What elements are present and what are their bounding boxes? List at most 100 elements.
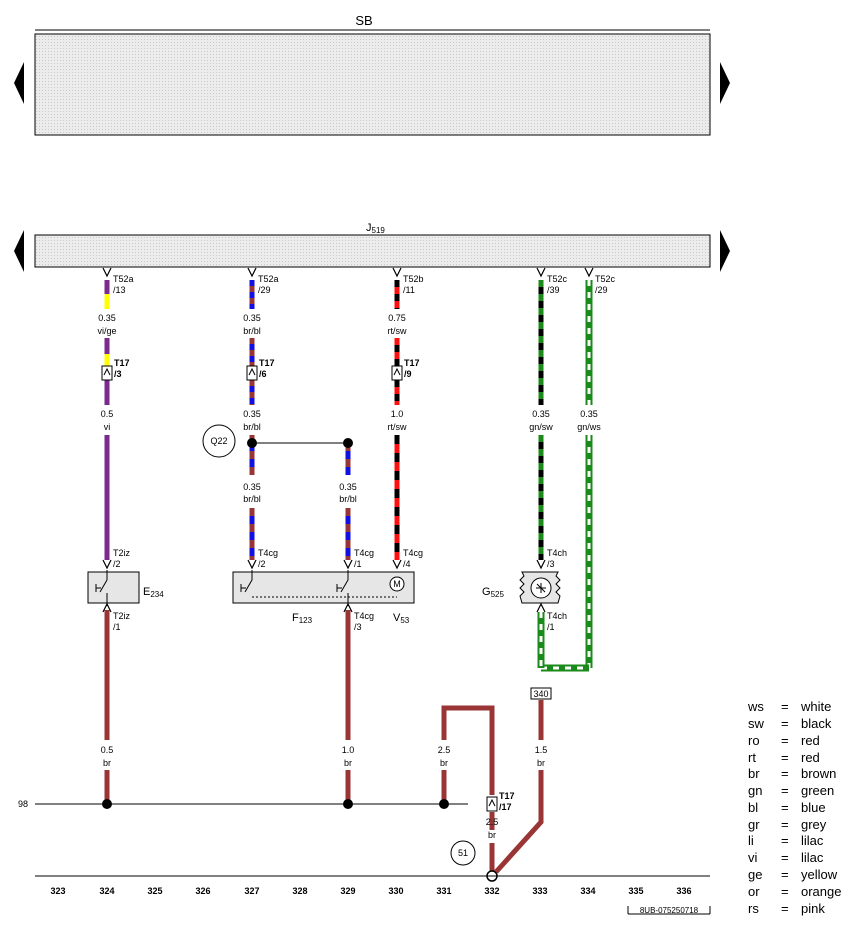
- q22-splice: Q22: [202, 424, 353, 458]
- wire-color: br: [344, 758, 352, 768]
- sb-module: SB: [14, 13, 730, 136]
- legend-eq: =: [781, 901, 789, 916]
- color-legend: ws = white sw = black ro = red rt = red …: [747, 699, 841, 916]
- connector-pin: /3: [354, 622, 362, 632]
- wire-size: 0.75: [388, 313, 406, 323]
- connector-pin: /3: [114, 369, 122, 379]
- connector-pin: /2: [258, 559, 266, 569]
- legend-meaning: brown: [801, 766, 836, 781]
- legend-row: vi = lilac: [748, 850, 824, 865]
- wire-size: 0.35: [243, 313, 261, 323]
- j519-label: J: [366, 222, 372, 234]
- ground-51-label: 51: [458, 848, 468, 858]
- connector-label: T4cg: [403, 548, 423, 558]
- e234-sub: 234: [150, 590, 164, 599]
- component-g525[interactable]: G525: [482, 571, 561, 604]
- legend-meaning: green: [801, 783, 834, 798]
- motor-symbol: M: [393, 579, 401, 589]
- connector-label: T17: [404, 358, 420, 368]
- legend-abbr: li: [748, 833, 754, 848]
- connector-pin: /1: [547, 622, 555, 632]
- reference-box-340[interactable]: 340: [530, 687, 552, 700]
- f123-label: F: [292, 612, 299, 624]
- g525-sub: 525: [491, 590, 505, 599]
- j519-module: J519: [14, 222, 730, 272]
- legend-meaning: black: [801, 716, 832, 731]
- wire-g525-shield[interactable]: [537, 280, 593, 672]
- ruler-number: 331: [436, 886, 451, 896]
- legend-row: gn = green: [748, 783, 834, 798]
- scroll-left-arrow-icon[interactable]: [14, 62, 24, 104]
- legend-meaning: blue: [801, 800, 826, 815]
- svg-text:F123: F123: [292, 612, 313, 625]
- legend-eq: =: [781, 699, 789, 714]
- wire-color: rt/sw: [388, 326, 407, 336]
- wire-color: br: [537, 758, 545, 768]
- connector-label: T4cg: [258, 548, 278, 558]
- svg-text:G525: G525: [482, 586, 504, 599]
- wire-size: 2.5: [486, 817, 499, 827]
- legend-meaning: red: [801, 733, 820, 748]
- wire-g525-ground[interactable]: [494, 700, 544, 874]
- connector-pin: /6: [259, 369, 267, 379]
- legend-eq: =: [781, 817, 789, 832]
- ruler-number: 332: [484, 886, 499, 896]
- wire-color: vi/ge: [97, 326, 116, 336]
- ruler-number: 323: [50, 886, 65, 896]
- legend-abbr: rs: [748, 901, 759, 916]
- wire-size: 0.35: [243, 409, 261, 419]
- legend-meaning: red: [801, 750, 820, 765]
- scroll-left-arrow-icon[interactable]: [14, 230, 24, 272]
- component-e234[interactable]: E234: [87, 570, 164, 606]
- legend-eq: =: [781, 750, 789, 765]
- legend-abbr: sw: [748, 716, 765, 731]
- legend-abbr: or: [748, 884, 760, 899]
- legend-eq: =: [781, 783, 789, 798]
- t17-arrows: [103, 367, 496, 807]
- ruler-number: 328: [292, 886, 307, 896]
- connector-pin: /2: [113, 559, 121, 569]
- connector-label: T4cg: [354, 548, 374, 558]
- legend-abbr: rt: [748, 750, 756, 765]
- svg-text:V53: V53: [393, 612, 410, 625]
- legend-row: ge = yellow: [748, 867, 838, 882]
- bottom-ruler: 323 324 325 326 327 328 329 330 331 332 …: [35, 875, 711, 915]
- connector-labels: T52a /13 T52a /29 T52b /11 T52c /39 T52c…: [113, 274, 616, 812]
- connector-pin: /4: [403, 559, 411, 569]
- svg-text:E234: E234: [143, 586, 164, 599]
- wire-size: 1.0: [391, 409, 404, 419]
- connector-pin: /11: [403, 285, 415, 295]
- legend-eq: =: [781, 800, 789, 815]
- scroll-right-arrow-icon[interactable]: [720, 62, 730, 104]
- legend-eq: =: [781, 850, 789, 865]
- connector-label: T17: [499, 791, 515, 801]
- ruler-number: 329: [340, 886, 355, 896]
- connector-pin: /17: [499, 802, 512, 812]
- component-f123[interactable]: M F123 V53: [232, 570, 415, 625]
- legend-row: rt = red: [748, 750, 820, 765]
- connector-pin: /1: [113, 622, 121, 632]
- legend-row: sw = black: [748, 716, 832, 731]
- connector-pin: /29: [595, 285, 608, 295]
- wire-color: br/bl: [243, 326, 261, 336]
- scroll-right-arrow-icon[interactable]: [720, 230, 730, 272]
- legend-abbr: ro: [748, 733, 760, 748]
- legend-row: ro = red: [748, 733, 820, 748]
- g525-label: G: [482, 586, 491, 598]
- ground-line-98: 98: [18, 799, 468, 809]
- wire-size: 0.35: [98, 313, 116, 323]
- wire-ground-loop[interactable]: [441, 705, 495, 872]
- legend-row: bl = blue: [748, 800, 826, 815]
- ruler-number: 326: [195, 886, 210, 896]
- t17-connectors: [101, 365, 498, 812]
- legend-meaning: lilac: [801, 850, 824, 865]
- legend-row: li = lilac: [748, 833, 824, 848]
- connector-pin: /3: [547, 559, 555, 569]
- legend-meaning: pink: [801, 901, 825, 916]
- wire-labels: 0.35 vi/ge 0.35 br/bl 0.75 rt/sw 0.5 vi …: [97, 313, 601, 840]
- connector-label: T4ch: [547, 548, 567, 558]
- v53-label: V: [393, 612, 401, 624]
- document-code: 8UB-075250718: [640, 906, 699, 915]
- switch-icon: [240, 570, 397, 606]
